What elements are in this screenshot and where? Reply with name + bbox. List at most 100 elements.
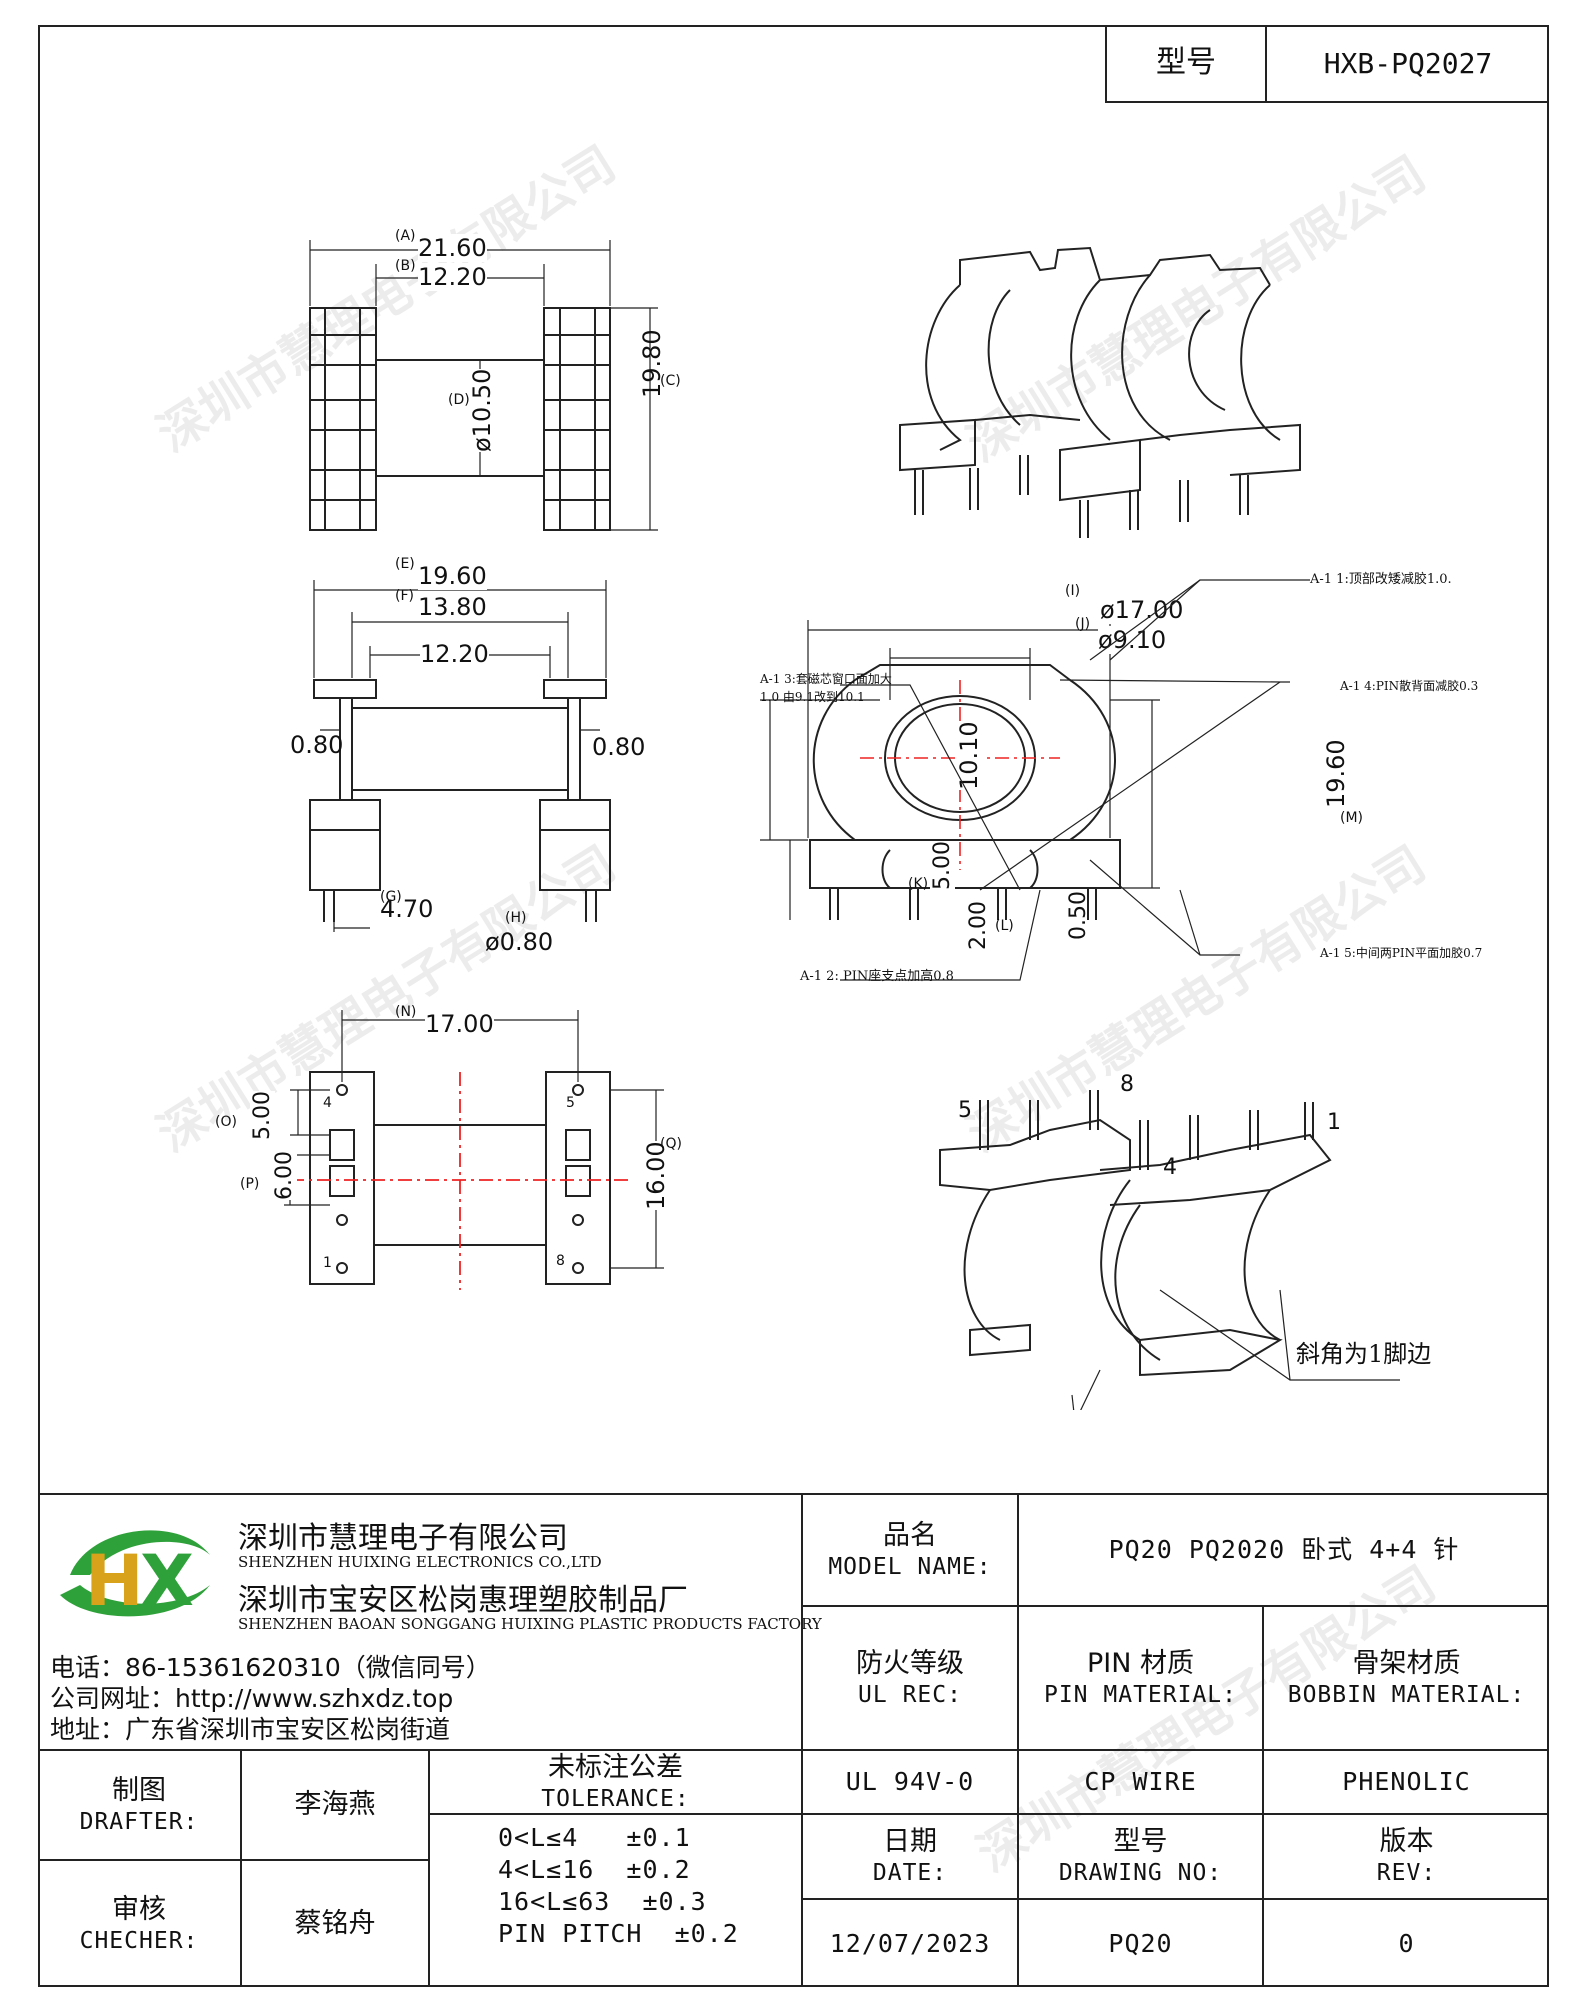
company-name-en: SHENZHEN HUIXING ELECTRONICS CO.,LTD [238,1553,602,1571]
drafter-label: 制图 DRAFTER: [38,1751,240,1859]
grid-line [38,1859,428,1861]
company-address: 地址：广东省深圳市宝安区松岗街道 [50,1715,451,1744]
note-3b: 1.0 由9.1改到10.1 [760,690,865,704]
dim-p: 6.00 [272,1151,297,1200]
dim-f-tag: (F) [395,588,414,604]
checker-value: 蔡铭舟 [294,1908,376,1940]
dim-k-tag: (K) [908,876,929,892]
ul-rec-label: 防火等级 UL REC: [803,1607,1017,1749]
dim-e-tag: (E) [395,556,415,572]
rev-value: 0 [1398,1928,1415,1958]
ul-rec-cn: 防火等级 [856,1647,964,1679]
drawing-no-en: DRAWING NO: [1058,1860,1223,1886]
dim-b: 12.20 [418,263,487,291]
note-1: A-1 1:顶部改矮减胶1.0. [1310,572,1452,587]
dim-n: 17.00 [425,1010,494,1038]
front-view-drawing [760,620,1160,920]
dim-c-tag: (C) [660,373,681,389]
grid-line [801,1605,1549,1607]
tolerance-en: TOLERANCE: [541,1785,690,1812]
header-model-box: 型号 HXB-PQ2027 [1105,25,1549,103]
dim-b-tag: (B) [395,258,416,274]
drawing-frame [38,25,1549,1987]
tolerance-line: 0<L≤4 ±0.1 [498,1823,691,1852]
dim-h-tag: (H) [505,910,527,926]
checker-en: CHECHER: [79,1927,199,1954]
wall-left: 0.80 [290,731,344,759]
model-name-label: 品名 MODEL NAME: [803,1495,1017,1605]
dim-d-tag: (D) [448,392,470,408]
dim-o: 5.00 [250,1091,275,1140]
company-name-cn: 深圳市慧理电子有限公司 [238,1521,568,1556]
date-cn: 日期 [883,1826,937,1858]
iso-pin-label: 5 [958,1098,972,1123]
bottom-view-drawing [284,1010,664,1290]
dim-h: ø0.80 [485,928,554,956]
bobbin-material-cn: 骨架材质 [1352,1647,1461,1679]
drawing-no-cn: 型号 [1113,1826,1168,1858]
tolerance-line: 16<L≤63 ±0.3 [498,1887,707,1916]
iso-top-drawing [899,246,1301,538]
checker-cn: 审核 [112,1893,166,1925]
tolerance-cn: 未标注公差 [548,1751,683,1783]
dim-g: 4.70 [380,895,434,923]
grid-line [38,1749,1549,1751]
rev-en: REV: [1376,1860,1437,1886]
rev-cn: 版本 [1379,1826,1434,1858]
title-block-top-border [38,1493,1549,1495]
note-leaders [840,579,1310,981]
wall-right: 0.80 [592,733,646,761]
date-label: 日期 DATE: [803,1815,1017,1898]
dim-inner: 12.20 [420,640,489,668]
dim-f: 13.80 [418,593,487,621]
header-model-value: HXB-PQ2027 [1323,46,1493,80]
iso-note-leader [1159,1289,1400,1381]
note-5: A-1 5:中间两PIN平面加胶0.7 [1320,946,1483,960]
grid-line [428,1749,430,1987]
pin-label: 5 [566,1095,575,1111]
checker-label: 审核 CHECHER: [38,1861,240,1987]
company-website: 公司网址：http://www.szhxdz.top [50,1684,454,1713]
grid-line [428,1813,801,1815]
drafter-cn: 制图 [112,1774,166,1806]
grid-line [801,1813,1549,1815]
grid-line [240,1749,242,1987]
model-name-cn: 品名 [883,1519,937,1551]
dim-a-tag: (A) [395,228,416,244]
dim-g-tag: (G) [380,889,402,905]
dim-m-tag: (M) [1340,810,1364,826]
grid-line [801,1493,803,1987]
dim-q-tag: (Q) [660,1136,682,1152]
tolerance-table: 0<L≤4 ±0.1 4<L≤16 ±0.2 16<L≤63 ±0.3 PIN … [498,1823,739,1951]
dim-e: 19.60 [418,562,487,590]
tolerance-label: 未标注公差 TOLERANCE: [430,1751,801,1813]
factory-name-cn: 深圳市宝安区松岗惠理塑胶制品厂 [238,1583,688,1618]
pin-label: 4 [323,1095,332,1111]
pin-material-en: PIN MATERIAL: [1043,1681,1237,1708]
pin-material-cn: PIN 材质 [1086,1647,1195,1679]
dim-i-tag: (I) [1065,583,1081,599]
note-3a: A-1 3:套磁芯窗口面加大 [760,672,892,686]
drafter-en: DRAFTER: [79,1808,199,1835]
date-value: 12/07/2023 [829,1928,991,1958]
iso-pin-label: 4 [1163,1155,1177,1180]
dim-a: 21.60 [418,234,487,262]
dim-n-tag: (N) [395,1004,417,1020]
pin-label: 1 [323,1255,332,1271]
note-4: A-1 4:PIN散背面减胶0.3 [1340,679,1479,693]
pin-material-label: PIN 材质 PIN MATERIAL: [1019,1607,1262,1749]
side-view-drawing [309,580,611,932]
bobbin-material-label: 骨架材质 BOBBIN MATERIAL: [1264,1607,1549,1749]
title-block: H X 深圳市慧理电子有限公司 SHENZHEN HUIXING ELECTRO… [38,1493,1549,1987]
rev-label: 版本 REV: [1264,1815,1549,1898]
dim-p-tag: (P) [240,1176,260,1192]
ul-rec-value: UL 94V-0 [845,1767,975,1797]
dim-l-tag: (L) [995,918,1014,934]
dim-j-tag: (J) [1075,616,1091,632]
note-2: A-1 2: PIN座支点加高0.8 [800,969,954,984]
model-name-en: MODEL NAME: [828,1553,992,1580]
tolerance-line: PIN PITCH ±0.2 [498,1919,739,1948]
dim-o-tag: (O) [215,1114,237,1130]
grid-line [801,1898,1549,1900]
drafter-value: 李海燕 [294,1789,376,1821]
